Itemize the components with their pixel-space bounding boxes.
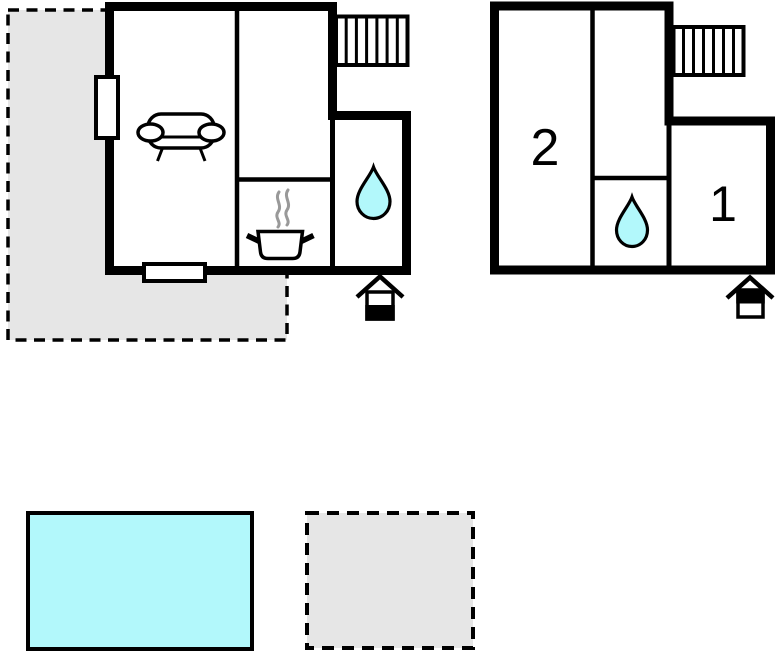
- window-bottom-wall: [142, 262, 207, 283]
- legend: [26, 511, 475, 651]
- room-2-label: 2: [531, 119, 560, 177]
- room-1-label: 1: [709, 176, 737, 232]
- stove-icon: [245, 188, 315, 261]
- entrance-icon: [355, 273, 405, 321]
- sofa-icon: [136, 112, 226, 162]
- stairs-icon: [671, 25, 746, 77]
- stairs-icon: [334, 14, 410, 67]
- top-floor-outer-walls: [490, 1, 775, 275]
- terrace-legend-swatch: [305, 511, 475, 650]
- pool-legend-swatch: [26, 511, 254, 651]
- water-drop-icon: [614, 192, 650, 249]
- water-drop-icon: [355, 162, 392, 221]
- entrance-icon: [725, 274, 775, 319]
- top-floor-plan: 2 1: [490, 1, 775, 319]
- window-left-wall: [94, 75, 120, 140]
- ground-floor-plan: [6, 2, 411, 342]
